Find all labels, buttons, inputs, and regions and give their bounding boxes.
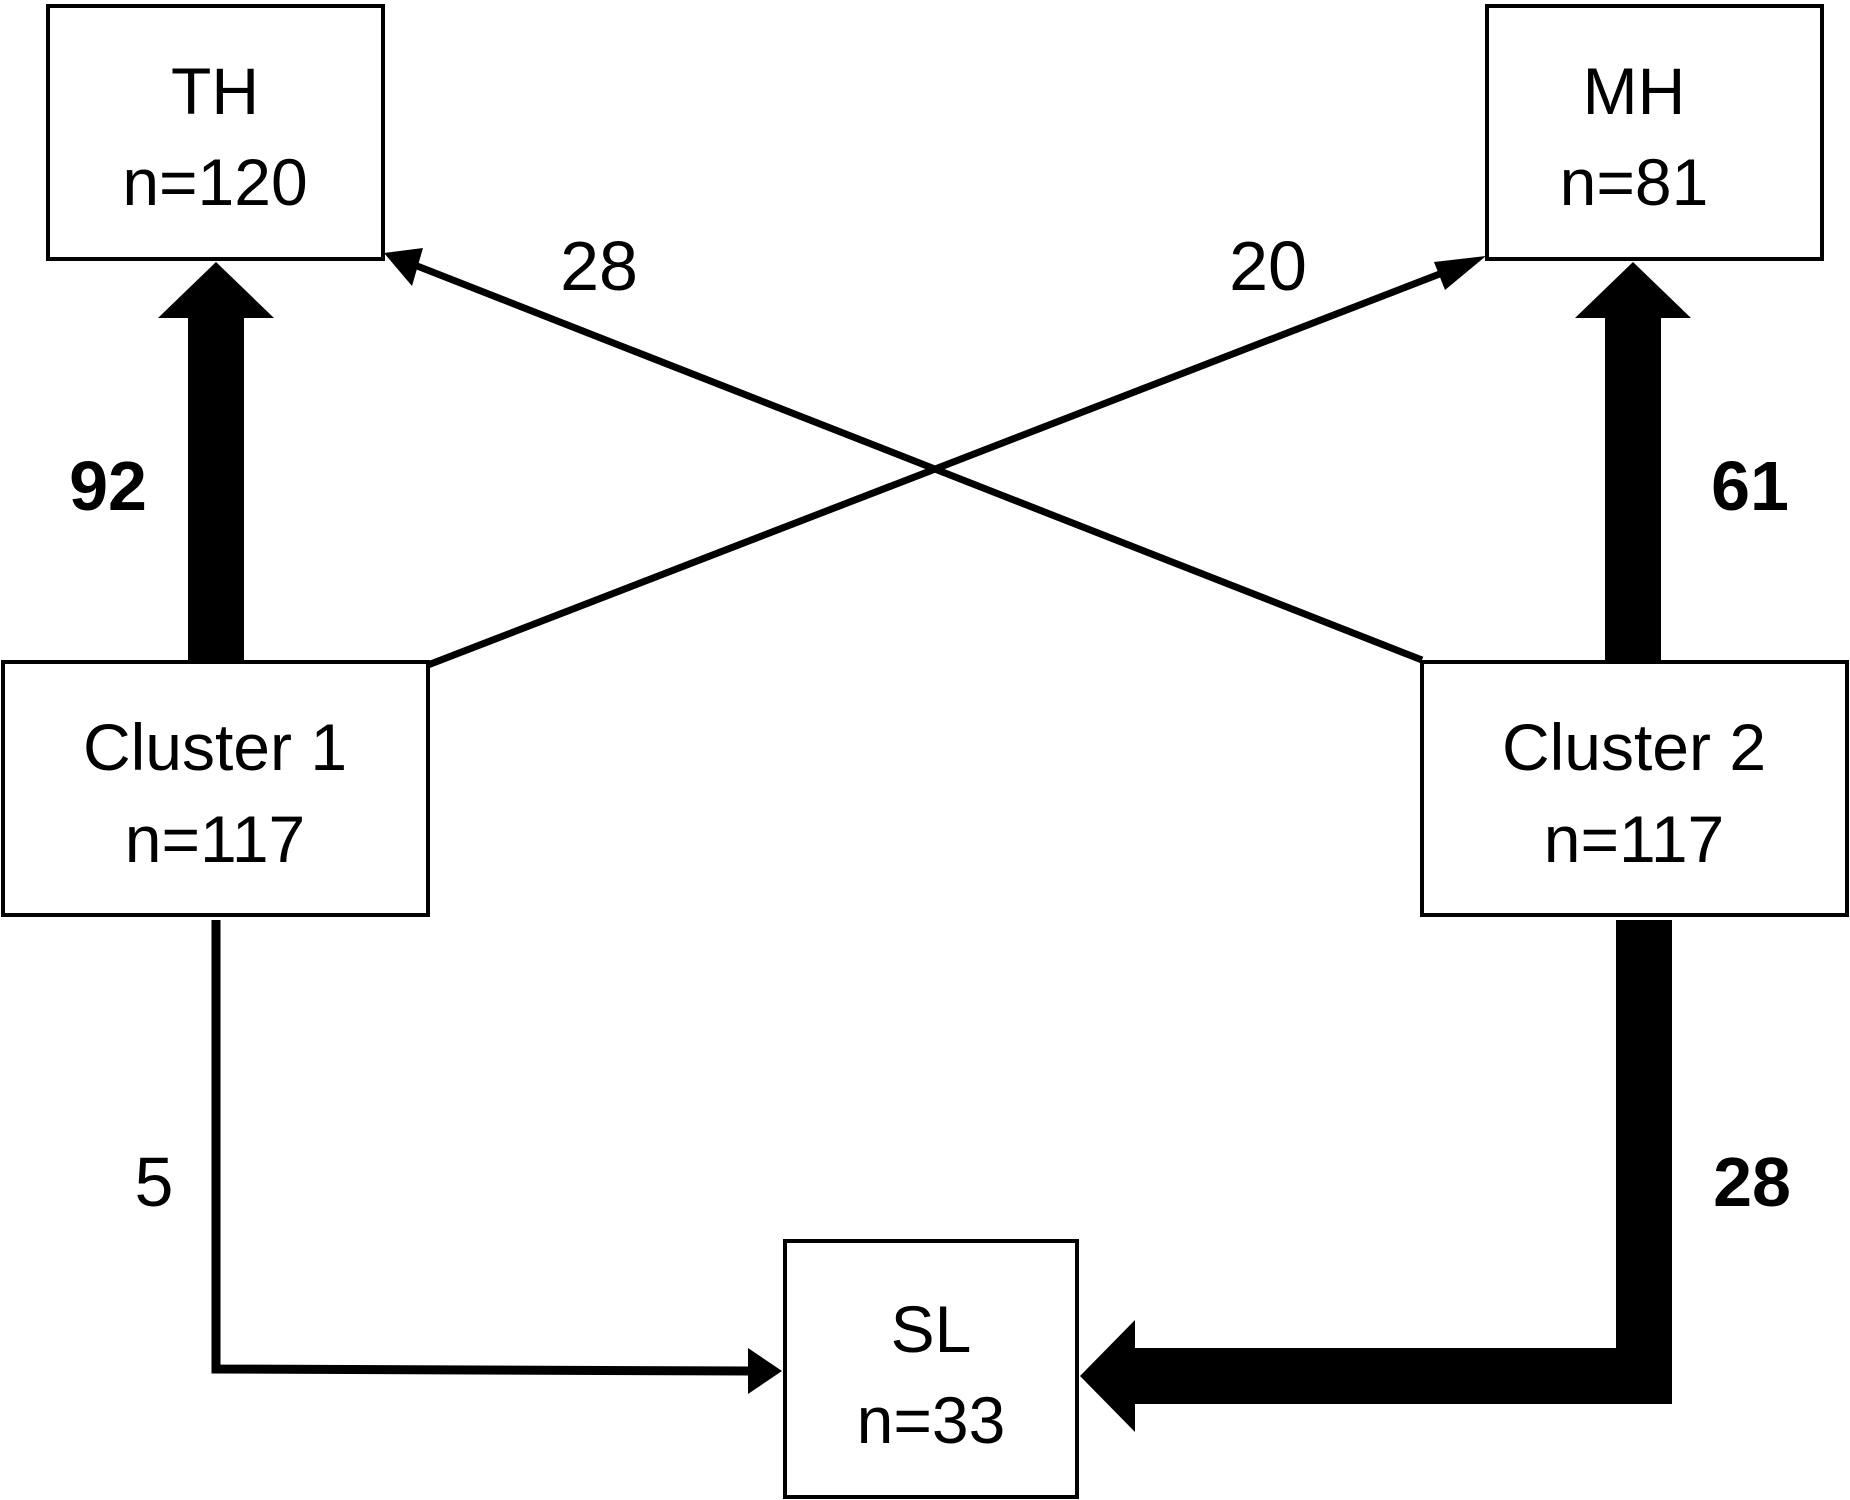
node-cluster1-title: Cluster 1 (83, 710, 347, 784)
node-mh-count: n=81 (1560, 145, 1709, 219)
flow-label-cluster2-th: 28 (560, 227, 638, 305)
arrow-cluster1-to-th (158, 262, 274, 661)
node-mh-title: MH (1583, 54, 1686, 128)
flow-label-cluster1-sl: 5 (135, 1143, 174, 1221)
node-th-title: TH (171, 54, 259, 128)
arrow-cluster2-to-th (384, 248, 1424, 664)
node-sl: SL n=33 (783, 1239, 1079, 1499)
arrow-cluster1-to-sl (211, 920, 782, 1394)
node-th: TH n=120 (46, 4, 385, 261)
node-sl-count: n=33 (857, 1383, 1006, 1457)
node-cluster2-title: Cluster 2 (1502, 710, 1766, 784)
node-sl-title: SL (891, 1292, 972, 1366)
node-th-count: n=120 (122, 145, 307, 219)
flow-label-cluster1-mh: 20 (1229, 227, 1307, 305)
arrow-cluster2-to-mh (1575, 262, 1691, 661)
node-cluster1: Cluster 1 n=117 (1, 660, 430, 917)
arrow-cluster1-to-mh (426, 256, 1486, 669)
flow-label-cluster2-sl: 28 (1713, 1143, 1791, 1221)
arrow-cluster2-to-sl (1080, 920, 1672, 1432)
flow-label-cluster2-mh: 61 (1711, 447, 1789, 525)
node-mh: MH n=81 (1485, 4, 1824, 261)
flow-label-cluster1-th: 92 (69, 447, 147, 525)
node-cluster1-count: n=117 (125, 802, 305, 876)
node-cluster2-count: n=117 (1544, 802, 1724, 876)
node-cluster2: Cluster 2 n=117 (1420, 660, 1849, 917)
